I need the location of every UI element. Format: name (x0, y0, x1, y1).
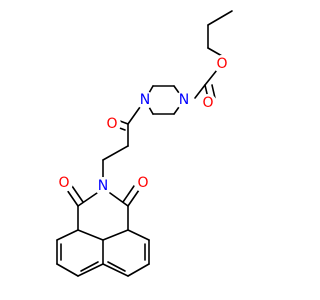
carbamate-group (194, 69, 218, 99)
bond-o-carbonyl-c (204, 69, 218, 86)
propyl-linker (102, 123, 129, 181)
svg-text:O: O (216, 56, 227, 72)
atom-label-n-piperazine: N (175, 91, 193, 109)
bond-c-o-left-1 (66, 189, 79, 207)
svg-text:O: O (202, 95, 213, 111)
bond-ch2-o-ester (207, 47, 223, 57)
svg-text:N: N (140, 92, 150, 108)
ethyl-group (207, 10, 233, 57)
atom-label-o-amide: O (103, 115, 121, 133)
svg-text:O: O (137, 175, 148, 191)
bond-c-o-left-2 (71, 185, 84, 203)
bond-c-o-right-1 (127, 189, 140, 207)
atom-label-o-imide-left: O (55, 174, 73, 192)
bond-c-n-piperazine (194, 84, 206, 99)
atom-label-o-imide-right: O (134, 174, 152, 192)
bond-c-o-right-2 (122, 185, 135, 203)
svg-text:O: O (106, 116, 117, 132)
molecule-structure-diagram: O O N N O N O O (55, 10, 233, 277)
svg-text:O: O (58, 175, 69, 191)
naphthalene-core (56, 229, 150, 277)
atom-label-o-ester: O (213, 55, 231, 73)
imide-ring (66, 185, 140, 231)
atom-label-n-amide: N (136, 91, 154, 109)
svg-text:N: N (98, 178, 108, 194)
svg-text:N: N (179, 92, 189, 108)
atom-label-o-carbonyl: O (199, 94, 217, 112)
bond-c-o-double-2 (211, 84, 216, 99)
atom-label-n-imide: N (94, 177, 112, 195)
